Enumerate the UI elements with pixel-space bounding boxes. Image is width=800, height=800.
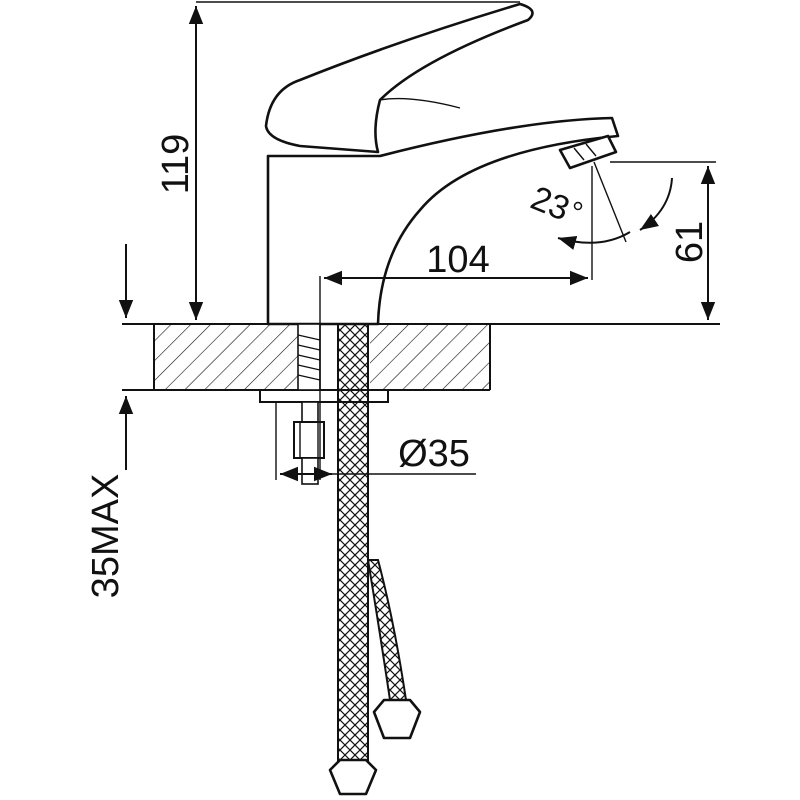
- countertop-section: [122, 323, 720, 391]
- spout-height-label: 61: [669, 221, 711, 263]
- dimension-hole-diameter: Ø35: [275, 402, 476, 482]
- dimension-max-thickness: 35MAX: [85, 244, 134, 599]
- dimension-height: 119: [155, 1, 520, 320]
- dimension-angle: 23: [525, 161, 673, 250]
- dimension-spout-height: 61: [610, 161, 716, 320]
- spout-reach-label: 104: [426, 239, 489, 281]
- angle-label: 23: [525, 179, 574, 228]
- height-label: 119: [155, 134, 197, 195]
- max-thickness-label: 35MAX: [85, 474, 127, 599]
- degree-icon: [573, 201, 583, 211]
- braided-hoses: [328, 323, 422, 796]
- hole-diameter-label: Ø35: [398, 433, 470, 475]
- dimension-spout-reach: 104: [319, 166, 593, 480]
